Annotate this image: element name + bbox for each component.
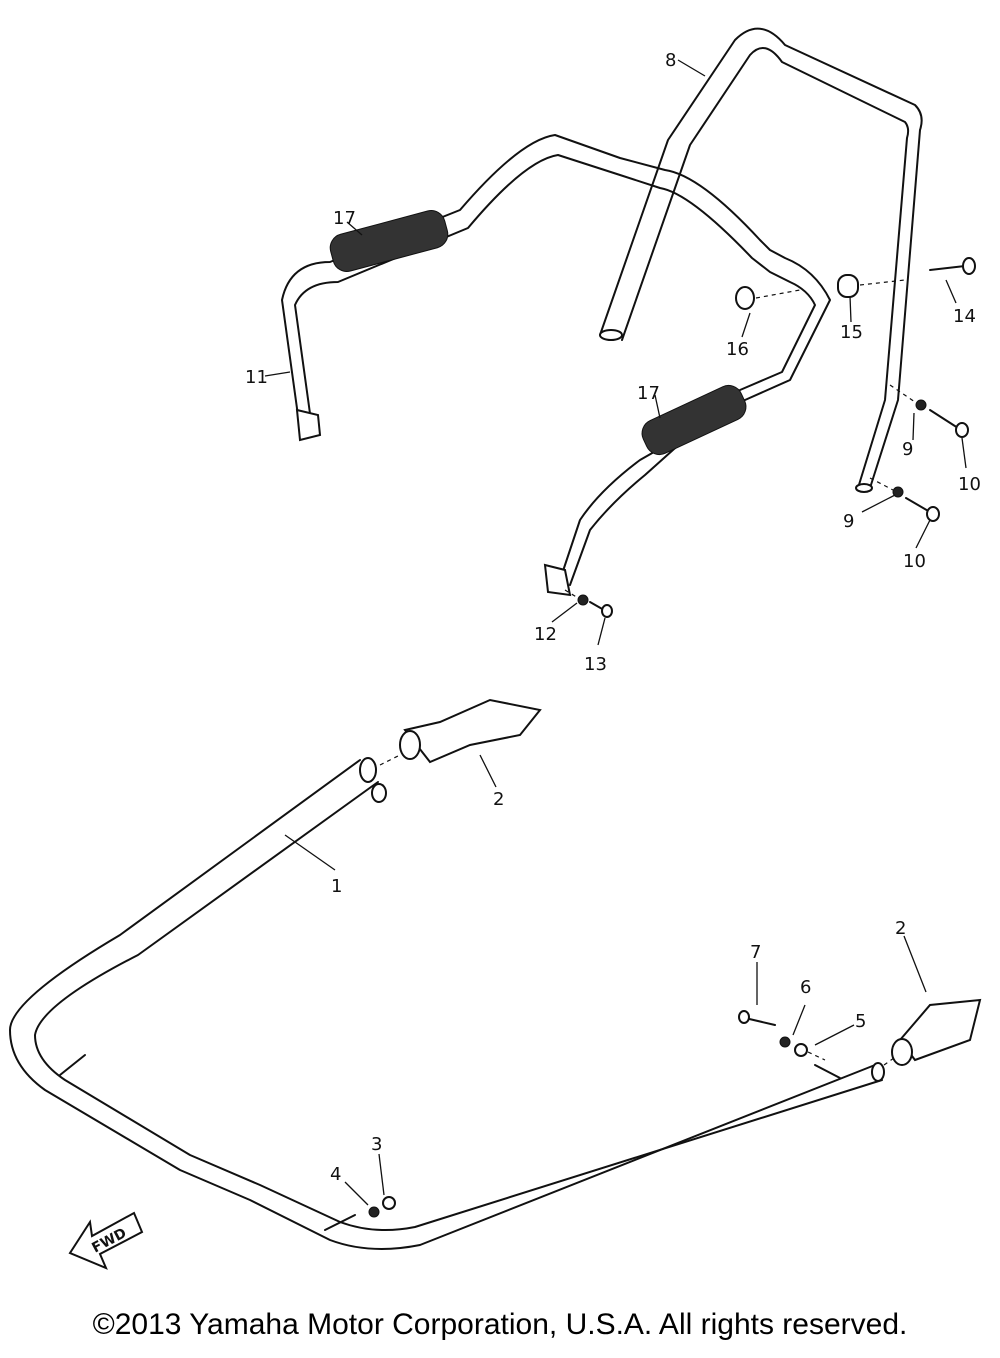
callout-14: 14 [953,306,976,327]
bar-8 [599,27,923,493]
callout-10-upper: 10 [958,474,981,495]
callout-2-lower: 2 [895,918,906,939]
callout-7: 7 [750,942,761,963]
frame-1 [9,757,885,1250]
parts-diagram: FWD 8 17 11 16 15 14 17 9 10 9 10 12 13 … [9,27,982,1270]
copyright-notice: ©2013 Yamaha Motor Corporation, U.S.A. A… [92,1308,908,1341]
callout-17-lower: 17 [637,383,660,404]
fwd-arrow: FWD [68,1211,144,1270]
lower-hardware [368,1010,826,1218]
callout-9-upper: 9 [902,439,913,460]
callout-10-lower: 10 [903,551,926,572]
callout-2-upper: 2 [493,789,504,810]
callout-13: 13 [584,654,607,675]
callout-12: 12 [534,624,557,645]
handle-bar-11 [281,134,831,597]
callout-8: 8 [665,50,676,71]
callout-4: 4 [330,1164,341,1185]
callout-1: 1 [331,876,342,897]
callout-17-upper: 17 [333,208,356,229]
caps-2 [379,698,982,1066]
leader-lines [264,59,967,1206]
callout-9-lower: 9 [843,511,854,532]
upper-hardware [564,257,976,618]
callout-labels: 8 17 11 16 15 14 17 9 10 9 10 12 13 2 1 … [245,50,981,1185]
callout-6: 6 [800,977,811,998]
callout-3: 3 [371,1134,382,1155]
callout-5: 5 [855,1011,866,1032]
callout-16: 16 [726,339,749,360]
callout-15: 15 [840,322,863,343]
callout-11: 11 [245,367,268,388]
